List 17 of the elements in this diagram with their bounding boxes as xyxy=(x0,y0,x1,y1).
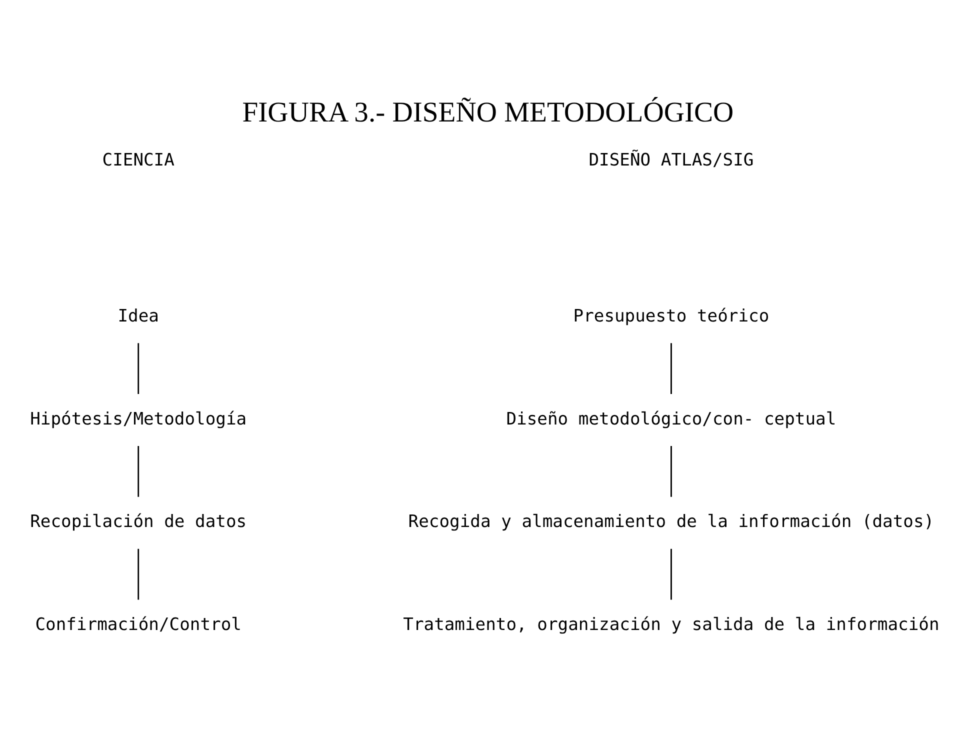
node-text: Idea xyxy=(118,306,159,326)
node-text: Presupuesto teórico xyxy=(573,306,770,326)
connector xyxy=(670,548,672,600)
connector xyxy=(138,446,140,497)
label: CIENCIA xyxy=(102,150,174,171)
connector xyxy=(670,343,672,394)
node-text: Hipótesis/Metodología xyxy=(30,409,247,430)
connector xyxy=(138,548,140,600)
node-text: Tratamiento, organización y salida de la información xyxy=(403,615,940,635)
node-text: Recogida y almacenamiento de la información (datos) xyxy=(408,512,934,532)
connector xyxy=(138,343,140,394)
label: DISEÑO ATLAS/SIG xyxy=(588,150,754,171)
node-text: Confirmación/Control xyxy=(35,615,242,635)
connector xyxy=(670,446,672,497)
node-text: Diseño metodológico/con- ceptual xyxy=(506,409,836,430)
diagram-title: FIGURA 3.- DISEÑO METODOLÓGICO xyxy=(242,97,734,128)
node-text: Recopilación de datos xyxy=(30,512,247,532)
